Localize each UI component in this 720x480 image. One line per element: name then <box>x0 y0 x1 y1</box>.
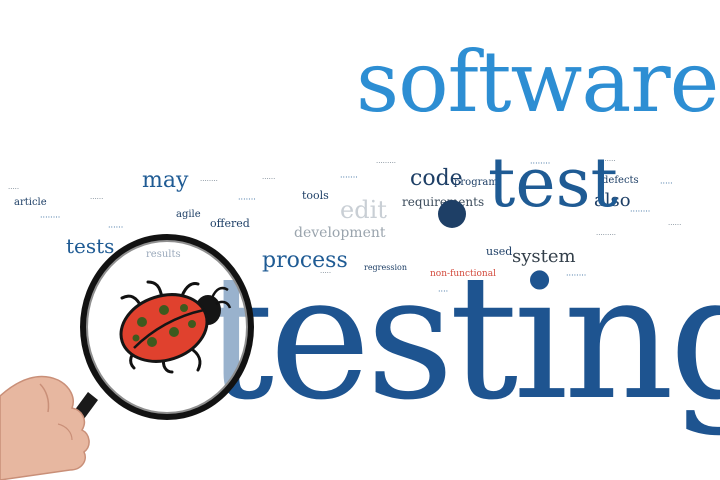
cloud-word-process: process <box>262 248 348 273</box>
cloud-filler-word: ····· <box>660 179 673 188</box>
cloud-filler-word: ····· <box>320 269 332 277</box>
hand-icon <box>0 375 98 480</box>
cloud-word-program: program <box>454 177 498 188</box>
cloud-filler-word: ······ <box>668 221 682 229</box>
cloud-word-development: development <box>294 225 386 241</box>
headline-software: software <box>356 33 719 131</box>
cloud-word-regression: regression <box>364 263 407 272</box>
ladybug-icon <box>119 280 232 374</box>
cloud-word-edit: edit <box>340 196 387 224</box>
cloud-filler-word: ········ <box>530 159 551 168</box>
headline-test: test <box>488 144 618 223</box>
cloud-filler-word: ········ <box>566 271 587 280</box>
cloud-filler-word: ···· <box>438 287 449 296</box>
cloud-word-tests: tests <box>66 234 115 258</box>
cloud-filler-word: ······· <box>600 157 616 165</box>
cloud-word-also: also <box>594 190 631 211</box>
cloud-filler-word: ········ <box>40 213 61 222</box>
cloud-word-used: used <box>486 245 513 258</box>
cloud-word-defects: defects <box>602 175 639 186</box>
headline-dot <box>438 200 466 228</box>
cloud-word-system: system <box>512 246 576 267</box>
cloud-word-agile: agile <box>176 209 201 220</box>
cloud-filler-word: ····· <box>8 185 20 193</box>
headline-testing: testing <box>205 237 720 438</box>
cloud-word-article: article <box>14 197 47 208</box>
cloud-word-non-functional: non-functional <box>430 269 496 279</box>
hand-shape <box>0 375 90 480</box>
cloud-filler-word: ······ <box>108 223 124 232</box>
cloud-word-offered: offered <box>210 217 250 230</box>
cloud-filler-word: ······ <box>262 175 276 183</box>
cloud-word-tools: tools <box>302 189 329 202</box>
cloud-filler-word: ········· <box>596 231 617 239</box>
magnifier-inner-ring <box>86 240 248 414</box>
cloud-filler-word: ········· <box>376 159 397 167</box>
cloud-filler-word: ······· <box>340 173 358 182</box>
cloud-filler-word: ········ <box>200 177 218 185</box>
cloud-filler-word: ········ <box>630 207 651 216</box>
cloud-word-may: may <box>142 168 189 193</box>
cloud-filler-word: ······· <box>238 195 256 204</box>
cloud-filler-word: ······ <box>90 195 104 203</box>
cloud-word-code: code <box>410 166 463 191</box>
